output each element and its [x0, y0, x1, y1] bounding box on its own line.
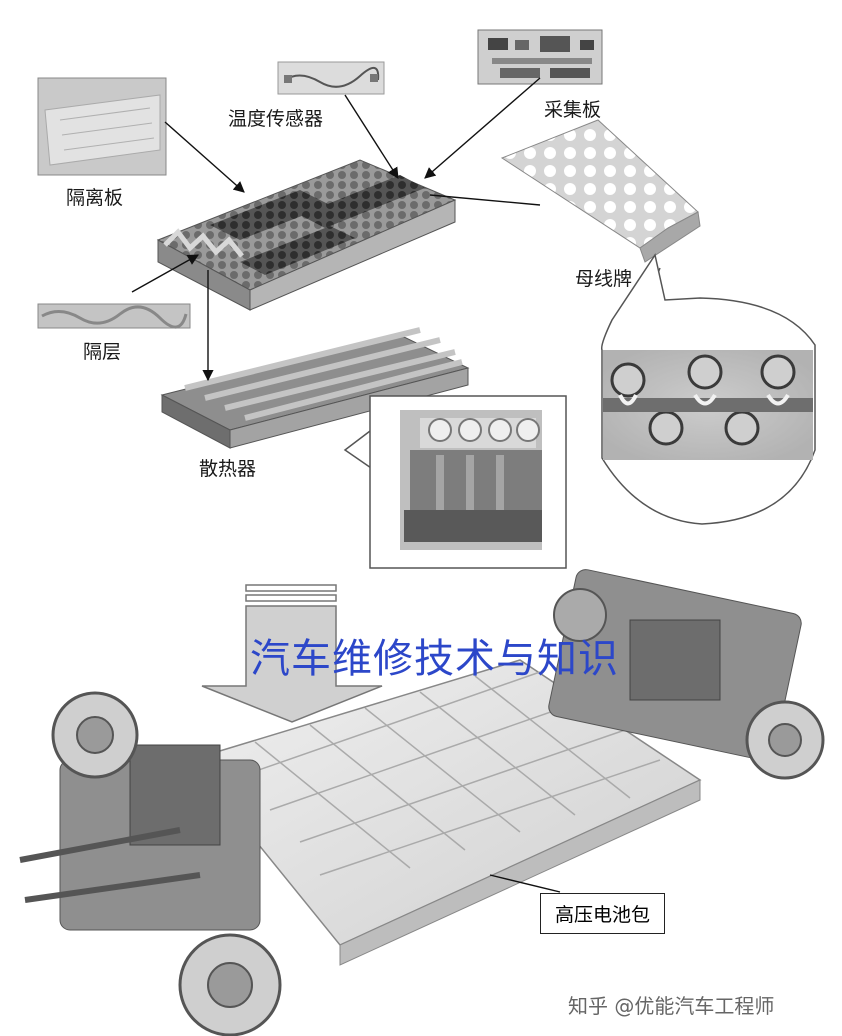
separator-plate-label: 隔离板: [66, 187, 124, 209]
hv-battery-pack-label: 高压电池包: [540, 893, 666, 934]
isolation-layer-label: 隔层: [83, 341, 122, 363]
acquisition-board-label: 采集板: [544, 99, 602, 121]
vehicle-chassis-image: [19, 569, 825, 1036]
source-credit: 知乎 @优能汽车工程师: [568, 994, 775, 1018]
battery-module-image: [156, 159, 457, 311]
busbar-plate-image: [500, 119, 701, 263]
heat-sink-label: 散热器: [199, 458, 257, 480]
isolation-layer-image: [37, 303, 191, 329]
heatsink-zoom-callout: [343, 395, 567, 569]
temperature-sensor-label: 温度传感器: [228, 108, 324, 130]
temperature-sensor-image: [277, 61, 385, 95]
separator-plate-image: [37, 77, 167, 176]
down-arrow: [201, 584, 383, 723]
busbar-label: 母线牌: [575, 268, 633, 290]
acquisition-board-image: [477, 29, 603, 85]
busbar-zoom-callout: [600, 253, 816, 525]
hv-pack-leader: [489, 874, 561, 893]
heat-sink-image: [160, 327, 470, 449]
leader-arrows: [131, 77, 541, 382]
watermark-text: 汽车维修技术与知识: [250, 636, 619, 682]
